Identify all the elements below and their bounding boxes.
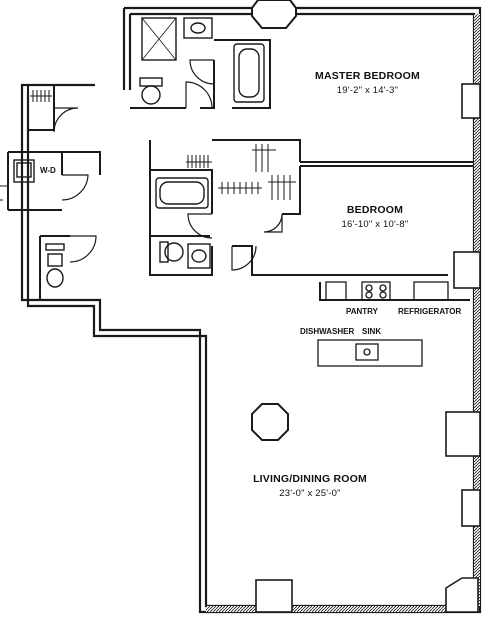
room-label-living-dining: LIVING/DINING ROOM 23'-0" x 25'-0" <box>240 473 380 499</box>
bathtub-icon <box>233 43 265 103</box>
south-wall-hatch <box>206 606 474 612</box>
powder-toilet-icon <box>45 243 65 251</box>
refrigerator-label: REFRIGERATOR <box>398 307 462 316</box>
sink-2-icon <box>187 243 211 269</box>
vanity-sink-icon <box>183 17 213 39</box>
pantry-label: PANTRY <box>346 307 378 316</box>
dishwasher-label: DISHWASHER <box>300 327 355 336</box>
powder-sink-icon <box>47 253 63 267</box>
room-dimensions: 19'-2" x 14'-3" <box>336 85 399 96</box>
toilet-icon <box>139 77 163 87</box>
refrigerator-icon <box>413 281 449 301</box>
toilet-2-icon <box>159 241 169 263</box>
kitchen-appliances <box>317 281 449 367</box>
laundry-fixtures <box>13 159 65 288</box>
room-name: BEDROOM <box>346 204 404 216</box>
kitchen-island <box>317 339 423 367</box>
washer-dryer-icon <box>13 159 35 183</box>
washer-dryer-label: W-D <box>40 166 56 175</box>
sink-label: SINK <box>362 327 382 336</box>
bath-2-fixtures <box>155 177 211 269</box>
interior-walls <box>7 39 474 301</box>
door-swings <box>53 59 283 271</box>
closet-rods <box>30 90 296 200</box>
cooktop-icon <box>361 281 391 301</box>
corner-bay <box>251 0 297 29</box>
room-dimensions: 16'-10" x 10'-8" <box>341 219 409 230</box>
room-label-master-bedroom: MASTER BEDROOM 19'-2" x 14'-3" <box>300 70 435 96</box>
column-icon <box>251 403 289 441</box>
room-label-bedroom: BEDROOM 16'-10" x 10'-8" <box>320 204 430 230</box>
sink-icon <box>355 343 379 361</box>
bathtub-2-icon <box>155 177 209 209</box>
master-bath-fixtures <box>139 17 265 105</box>
room-name: MASTER BEDROOM <box>315 70 420 82</box>
shower-icon <box>141 17 177 61</box>
room-dimensions: 23'-0" x 25'-0" <box>279 488 341 499</box>
east-wall-hatch <box>474 14 480 606</box>
pantry-icon <box>325 281 347 301</box>
window-bays <box>255 83 481 613</box>
entry-marker <box>0 185 8 201</box>
room-name: LIVING/DINING ROOM <box>253 473 367 485</box>
